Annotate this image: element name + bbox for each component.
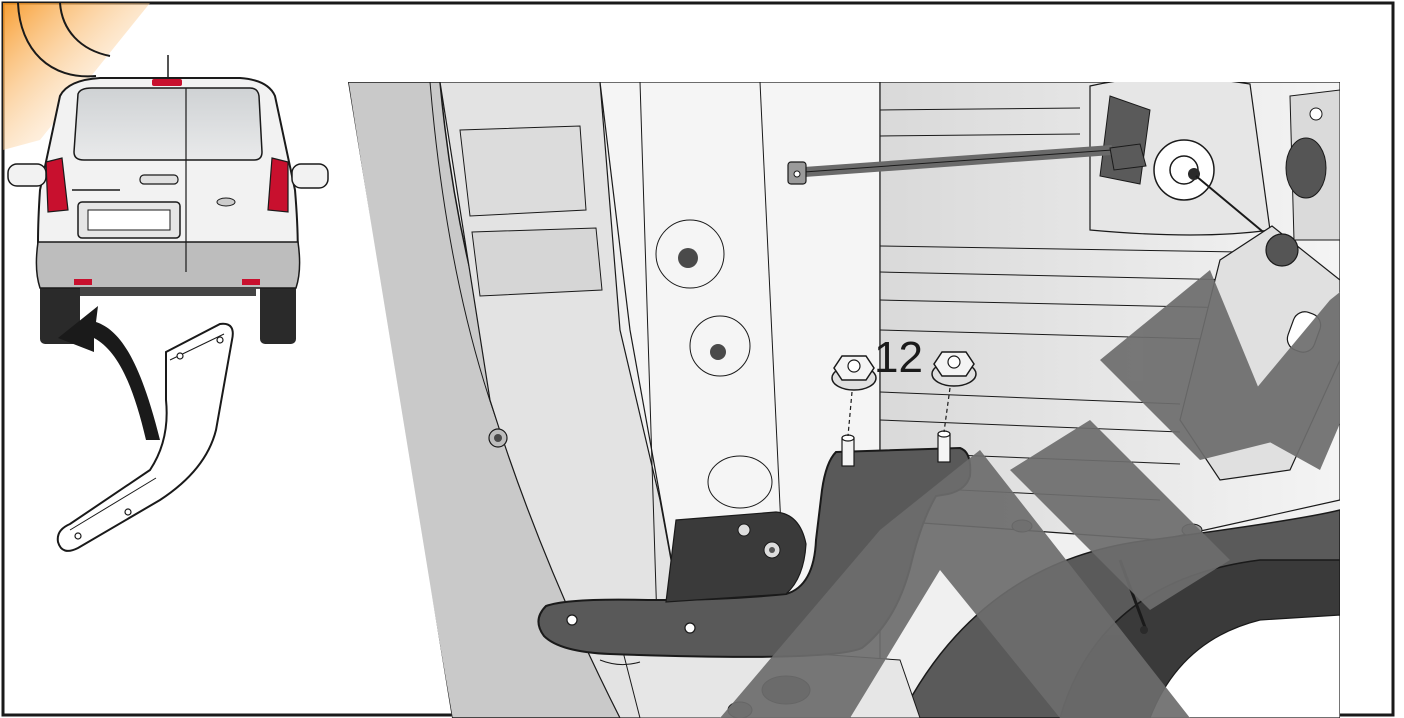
right-mirror <box>291 163 329 189</box>
corner-highlight <box>3 2 150 150</box>
van-rear-view <box>7 55 329 344</box>
threaded-stud <box>841 434 855 467</box>
badge <box>216 197 236 207</box>
bracket-preview <box>56 322 234 552</box>
left-reflector <box>74 279 92 285</box>
detail-view: 12 <box>348 82 1340 718</box>
flange-nut <box>831 355 877 391</box>
watermark <box>720 260 1340 718</box>
left-mirror <box>7 163 47 187</box>
install-guide-line <box>943 387 951 433</box>
left-taillight <box>45 157 69 213</box>
location-arrow <box>58 306 160 440</box>
third-brake-light <box>152 79 182 86</box>
rear-window <box>73 87 263 161</box>
right-reflector <box>242 279 260 285</box>
right-taillight <box>267 157 289 213</box>
right-rear-wheel <box>260 282 296 344</box>
flange-nut <box>931 351 977 387</box>
install-guide-line <box>847 391 853 437</box>
body-plug-hole <box>678 248 698 268</box>
threaded-stud <box>937 430 951 463</box>
nut-callout-label: 12 <box>874 333 923 382</box>
